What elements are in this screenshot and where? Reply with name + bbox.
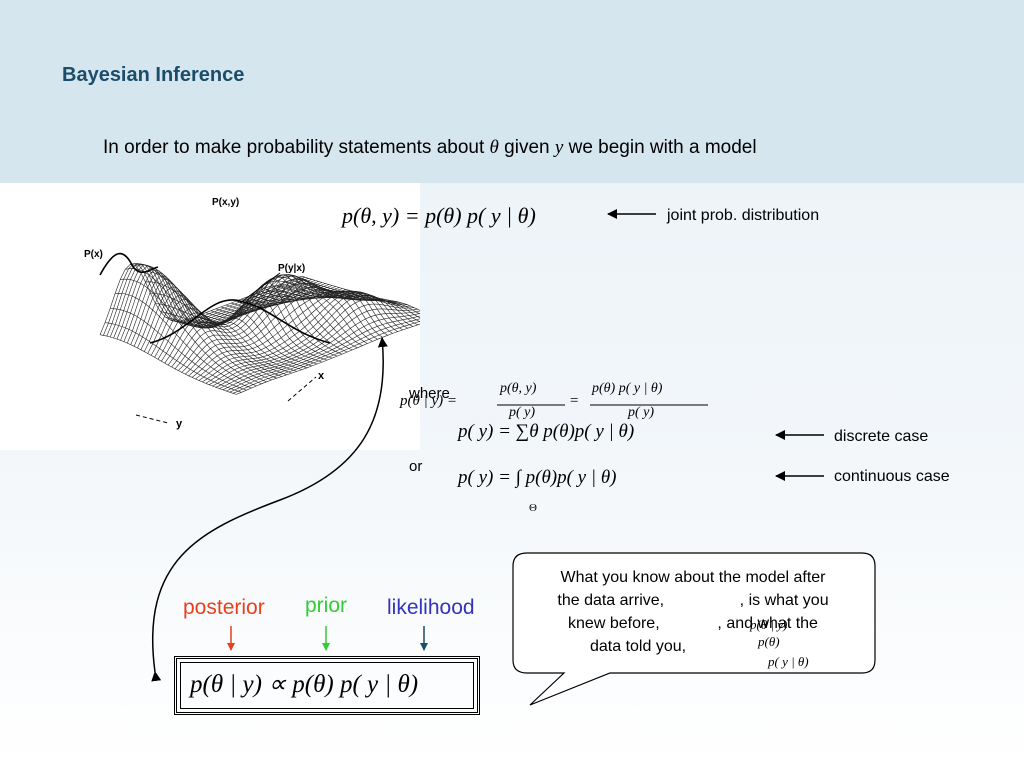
where-text: where xyxy=(409,385,450,402)
intro-text-after: we begin with a model xyxy=(568,137,757,158)
intro-text-before: In order to make probability statements … xyxy=(103,137,485,158)
surface-mesh-line xyxy=(246,286,383,338)
px-label: P(x) xyxy=(84,249,103,260)
connector-curve-arrow xyxy=(151,337,388,682)
likelihood-word: likelihood xyxy=(387,596,475,619)
bayes-numerator-2: p(θ) p( y | θ) xyxy=(592,381,663,396)
surface-mesh-line xyxy=(286,281,424,324)
callout-line-3: knew before, , and what the xyxy=(568,615,818,632)
intro-theta-symbol: θ xyxy=(489,137,499,158)
callout-line-4: data told you, xyxy=(590,638,687,655)
pyx-pointer-line xyxy=(239,272,281,304)
intro-text-given: given xyxy=(504,137,550,158)
surface-mesh-line xyxy=(220,274,358,349)
callout-posterior-overlay: p(θ | y) xyxy=(750,617,788,632)
pxy-label: P(x,y) xyxy=(212,197,239,208)
bayes-denominator-2: p( y) xyxy=(628,405,655,420)
surface-mesh-line xyxy=(230,277,368,344)
pyx-label: P(y|x) xyxy=(278,263,305,274)
surface-mesh-line xyxy=(261,291,398,332)
continuous-subscript: Θ xyxy=(529,502,537,514)
conditional-pyx-curve xyxy=(149,299,331,344)
joint-equation: p(θ, y) = p(θ) p( y | θ) xyxy=(342,203,536,228)
bayes-denominator-1: p( y) xyxy=(509,405,536,420)
surface-mesh-line xyxy=(281,283,418,326)
discrete-label: discrete case xyxy=(834,428,929,445)
callout-line-1: What you know about the model after xyxy=(560,569,826,586)
surface-mesh-line xyxy=(291,279,429,322)
or-text: or xyxy=(409,458,423,475)
callout-line-2: the data arrive, , is what you xyxy=(557,592,829,609)
callout-bubble xyxy=(512,552,876,706)
discrete-equation: p( y) = ∑θ p(θ)p( y | θ) xyxy=(458,421,635,442)
surface-mesh-line xyxy=(251,289,388,336)
intro-sentence: In order to make probability statements … xyxy=(103,137,757,159)
slide-title: Bayesian Inference xyxy=(62,64,245,86)
bayes-equals: = xyxy=(569,393,580,409)
bayes-numerator-1: p(θ, y) xyxy=(500,381,537,396)
surface-mesh-line xyxy=(256,290,393,334)
callout-prior-overlay: p(θ) xyxy=(758,634,780,649)
joint-label: joint prob. distribution xyxy=(667,207,820,224)
surface-mesh-line xyxy=(301,275,439,319)
surface-mesh-line xyxy=(296,277,434,320)
callout-text: What you know about the model after the … xyxy=(518,566,868,658)
marginal-px-curve xyxy=(99,252,159,276)
continuous-equation: p( y) = ∫ p(θ)p( y | θ) xyxy=(458,467,617,488)
surface-mesh-line xyxy=(241,282,378,340)
surface-mesh-line xyxy=(215,274,353,351)
surface-mesh-line xyxy=(276,285,413,327)
intro-y-symbol: y xyxy=(554,137,564,158)
continuous-label: continuous case xyxy=(834,468,950,485)
surface-mesh-line xyxy=(225,275,363,346)
bayes-lhs: p(θ | y) = xyxy=(400,393,458,409)
header-band xyxy=(0,0,1024,183)
callout-likelihood-overlay: p( y | θ) xyxy=(768,654,809,669)
